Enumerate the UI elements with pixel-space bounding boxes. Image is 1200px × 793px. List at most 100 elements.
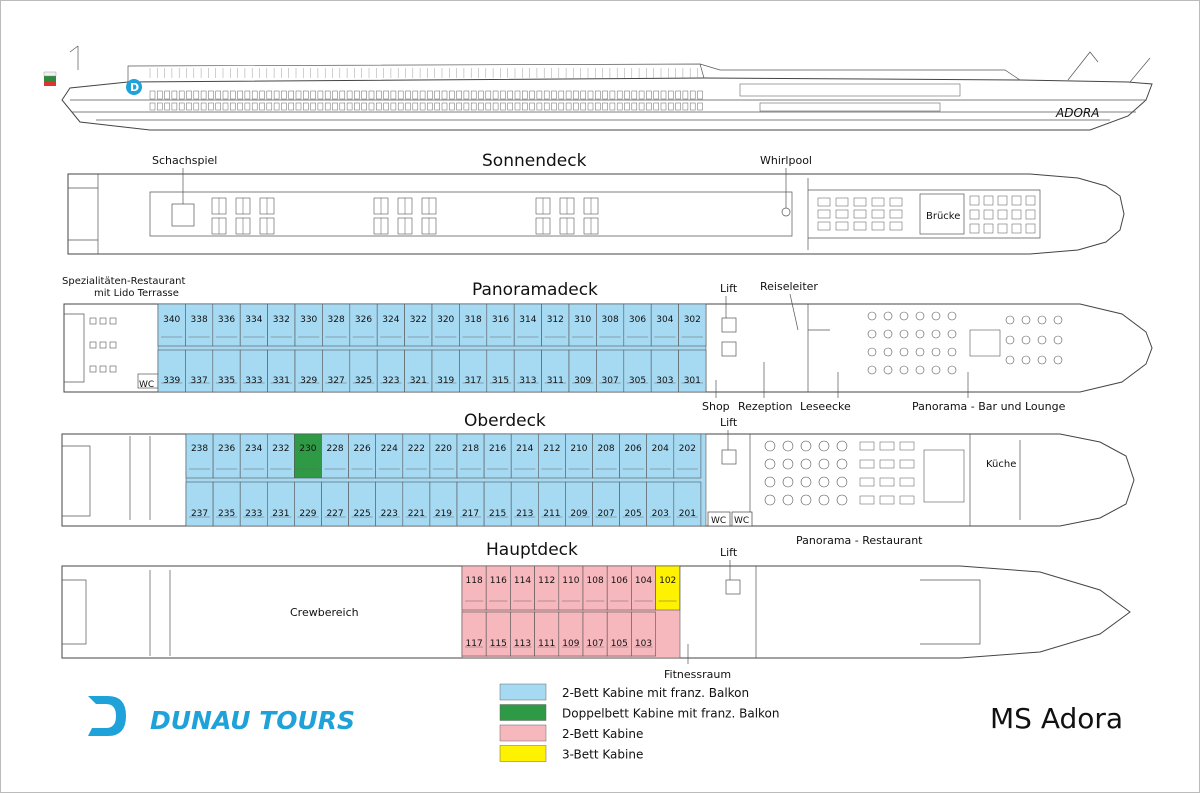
- cabin-number: 111: [538, 639, 555, 649]
- cabin-104: [631, 565, 656, 611]
- cabin-number: 214: [516, 444, 533, 454]
- cabin-108: [582, 565, 608, 611]
- cabin-number: 325: [355, 376, 372, 386]
- cabin-340: [157, 303, 186, 347]
- cabin-236: [212, 433, 241, 479]
- cabin-number: 106: [611, 576, 628, 586]
- cabin-204: [646, 433, 675, 479]
- cabin-number: 118: [466, 576, 483, 586]
- cabin-number: 322: [410, 315, 427, 325]
- cabin-number: 114: [514, 576, 531, 586]
- cabin-number: 105: [611, 639, 628, 649]
- cabin-number: 215: [489, 509, 506, 519]
- cabin-number: 216: [489, 444, 506, 454]
- cabin-number: 337: [191, 376, 208, 386]
- cabin-304: [650, 303, 679, 347]
- legend: 2-Bett Kabine mit franz. BalkonDoppelbet…: [499, 683, 780, 762]
- cabin-number: 211: [543, 509, 560, 519]
- cabin-205: [619, 481, 647, 527]
- cabin-223: [375, 481, 404, 527]
- cabin-105: [606, 611, 632, 657]
- cabin-number: 308: [602, 315, 619, 325]
- cabin-number: 228: [326, 444, 343, 454]
- cabin-323: [376, 349, 405, 393]
- cabin-309: [568, 349, 597, 393]
- cabin-233: [239, 481, 268, 527]
- cabin-229: [294, 481, 322, 527]
- cabin-116: [485, 565, 511, 611]
- cabin-118: [461, 565, 487, 611]
- cabin-207: [592, 481, 620, 527]
- cabin-328: [322, 303, 351, 347]
- cabin-112: [534, 565, 560, 611]
- cabin-320: [431, 303, 460, 347]
- cabin-number: 223: [381, 509, 398, 519]
- cabin-number: 102: [659, 576, 676, 586]
- cabin-number: 220: [435, 444, 452, 454]
- cabin-307: [596, 349, 625, 393]
- cabin-number: 205: [625, 509, 642, 519]
- cabin-number: 112: [538, 576, 555, 586]
- cabin-number: 209: [570, 509, 587, 519]
- cabin-number: 302: [684, 315, 701, 325]
- cabin-208: [592, 433, 620, 479]
- ship-title: MS Adora: [990, 702, 1123, 735]
- cabin-number: 331: [273, 376, 290, 386]
- cabin-number: 317: [465, 376, 482, 386]
- cabin-number: 109: [562, 639, 579, 649]
- label-shop: Shop: [702, 400, 730, 413]
- cabin-number: 203: [652, 509, 669, 519]
- deck-title-oberdeck: Oberdeck: [464, 411, 546, 431]
- legend-label: 3-Bett Kabine: [562, 748, 643, 762]
- ship-side-view: D ADORA: [43, 45, 1153, 131]
- cabin-219: [429, 481, 458, 527]
- label-lift: Lift: [720, 282, 738, 295]
- cabin-203: [646, 481, 675, 527]
- cabin-number: 110: [562, 576, 579, 586]
- cabin-number: 310: [574, 315, 591, 325]
- cabin-number: 305: [629, 376, 646, 386]
- legend-label: Doppelbett Kabine mit franz. Balkon: [562, 707, 780, 721]
- cabin-number: 319: [437, 376, 454, 386]
- cabin-206: [619, 433, 647, 479]
- cabin-number: 116: [490, 576, 507, 586]
- cabin-number: 306: [629, 315, 646, 325]
- cabin-number: 314: [519, 315, 536, 325]
- cabin-303: [650, 349, 679, 393]
- cabin-337: [185, 349, 214, 393]
- cabin-232: [266, 433, 295, 479]
- cabin-338: [185, 303, 214, 347]
- cabin-335: [212, 349, 241, 393]
- label-special-restaurant: Spezialitäten-Restaurant: [62, 276, 185, 287]
- ship-name: ADORA: [1055, 106, 1099, 120]
- cabin-310: [568, 303, 597, 347]
- cabin-number: 224: [381, 444, 398, 454]
- chess-board: [171, 203, 195, 227]
- cabin-number: 103: [635, 639, 652, 649]
- label-reception: Rezeption: [738, 400, 793, 413]
- cabin-113: [510, 611, 535, 657]
- cabin-339: [157, 349, 186, 393]
- cabin-number: 227: [326, 509, 343, 519]
- cabin-number: 340: [163, 315, 180, 325]
- cabin-306: [623, 303, 652, 347]
- cabin-number: 226: [354, 444, 371, 454]
- cabin-215: [483, 481, 512, 527]
- cabin-number: 225: [354, 509, 371, 519]
- cabin-226: [348, 433, 377, 479]
- cabin-336: [212, 303, 241, 347]
- legend-swatch: [499, 704, 547, 721]
- cabin-334: [239, 303, 268, 347]
- cabin-305: [623, 349, 652, 393]
- logo-d-icon: [88, 696, 126, 736]
- label-wc-2: WC: [734, 516, 749, 526]
- label-wc-1: WC: [711, 516, 726, 526]
- label-wc: WC: [139, 380, 154, 390]
- cabin-number: 324: [382, 315, 399, 325]
- cabin-number: 202: [679, 444, 696, 454]
- deck-title-hauptdeck: Hauptdeck: [486, 540, 578, 560]
- cabin-number: 115: [490, 639, 507, 649]
- cabin-number: 330: [300, 315, 317, 325]
- cabin-302: [678, 303, 707, 347]
